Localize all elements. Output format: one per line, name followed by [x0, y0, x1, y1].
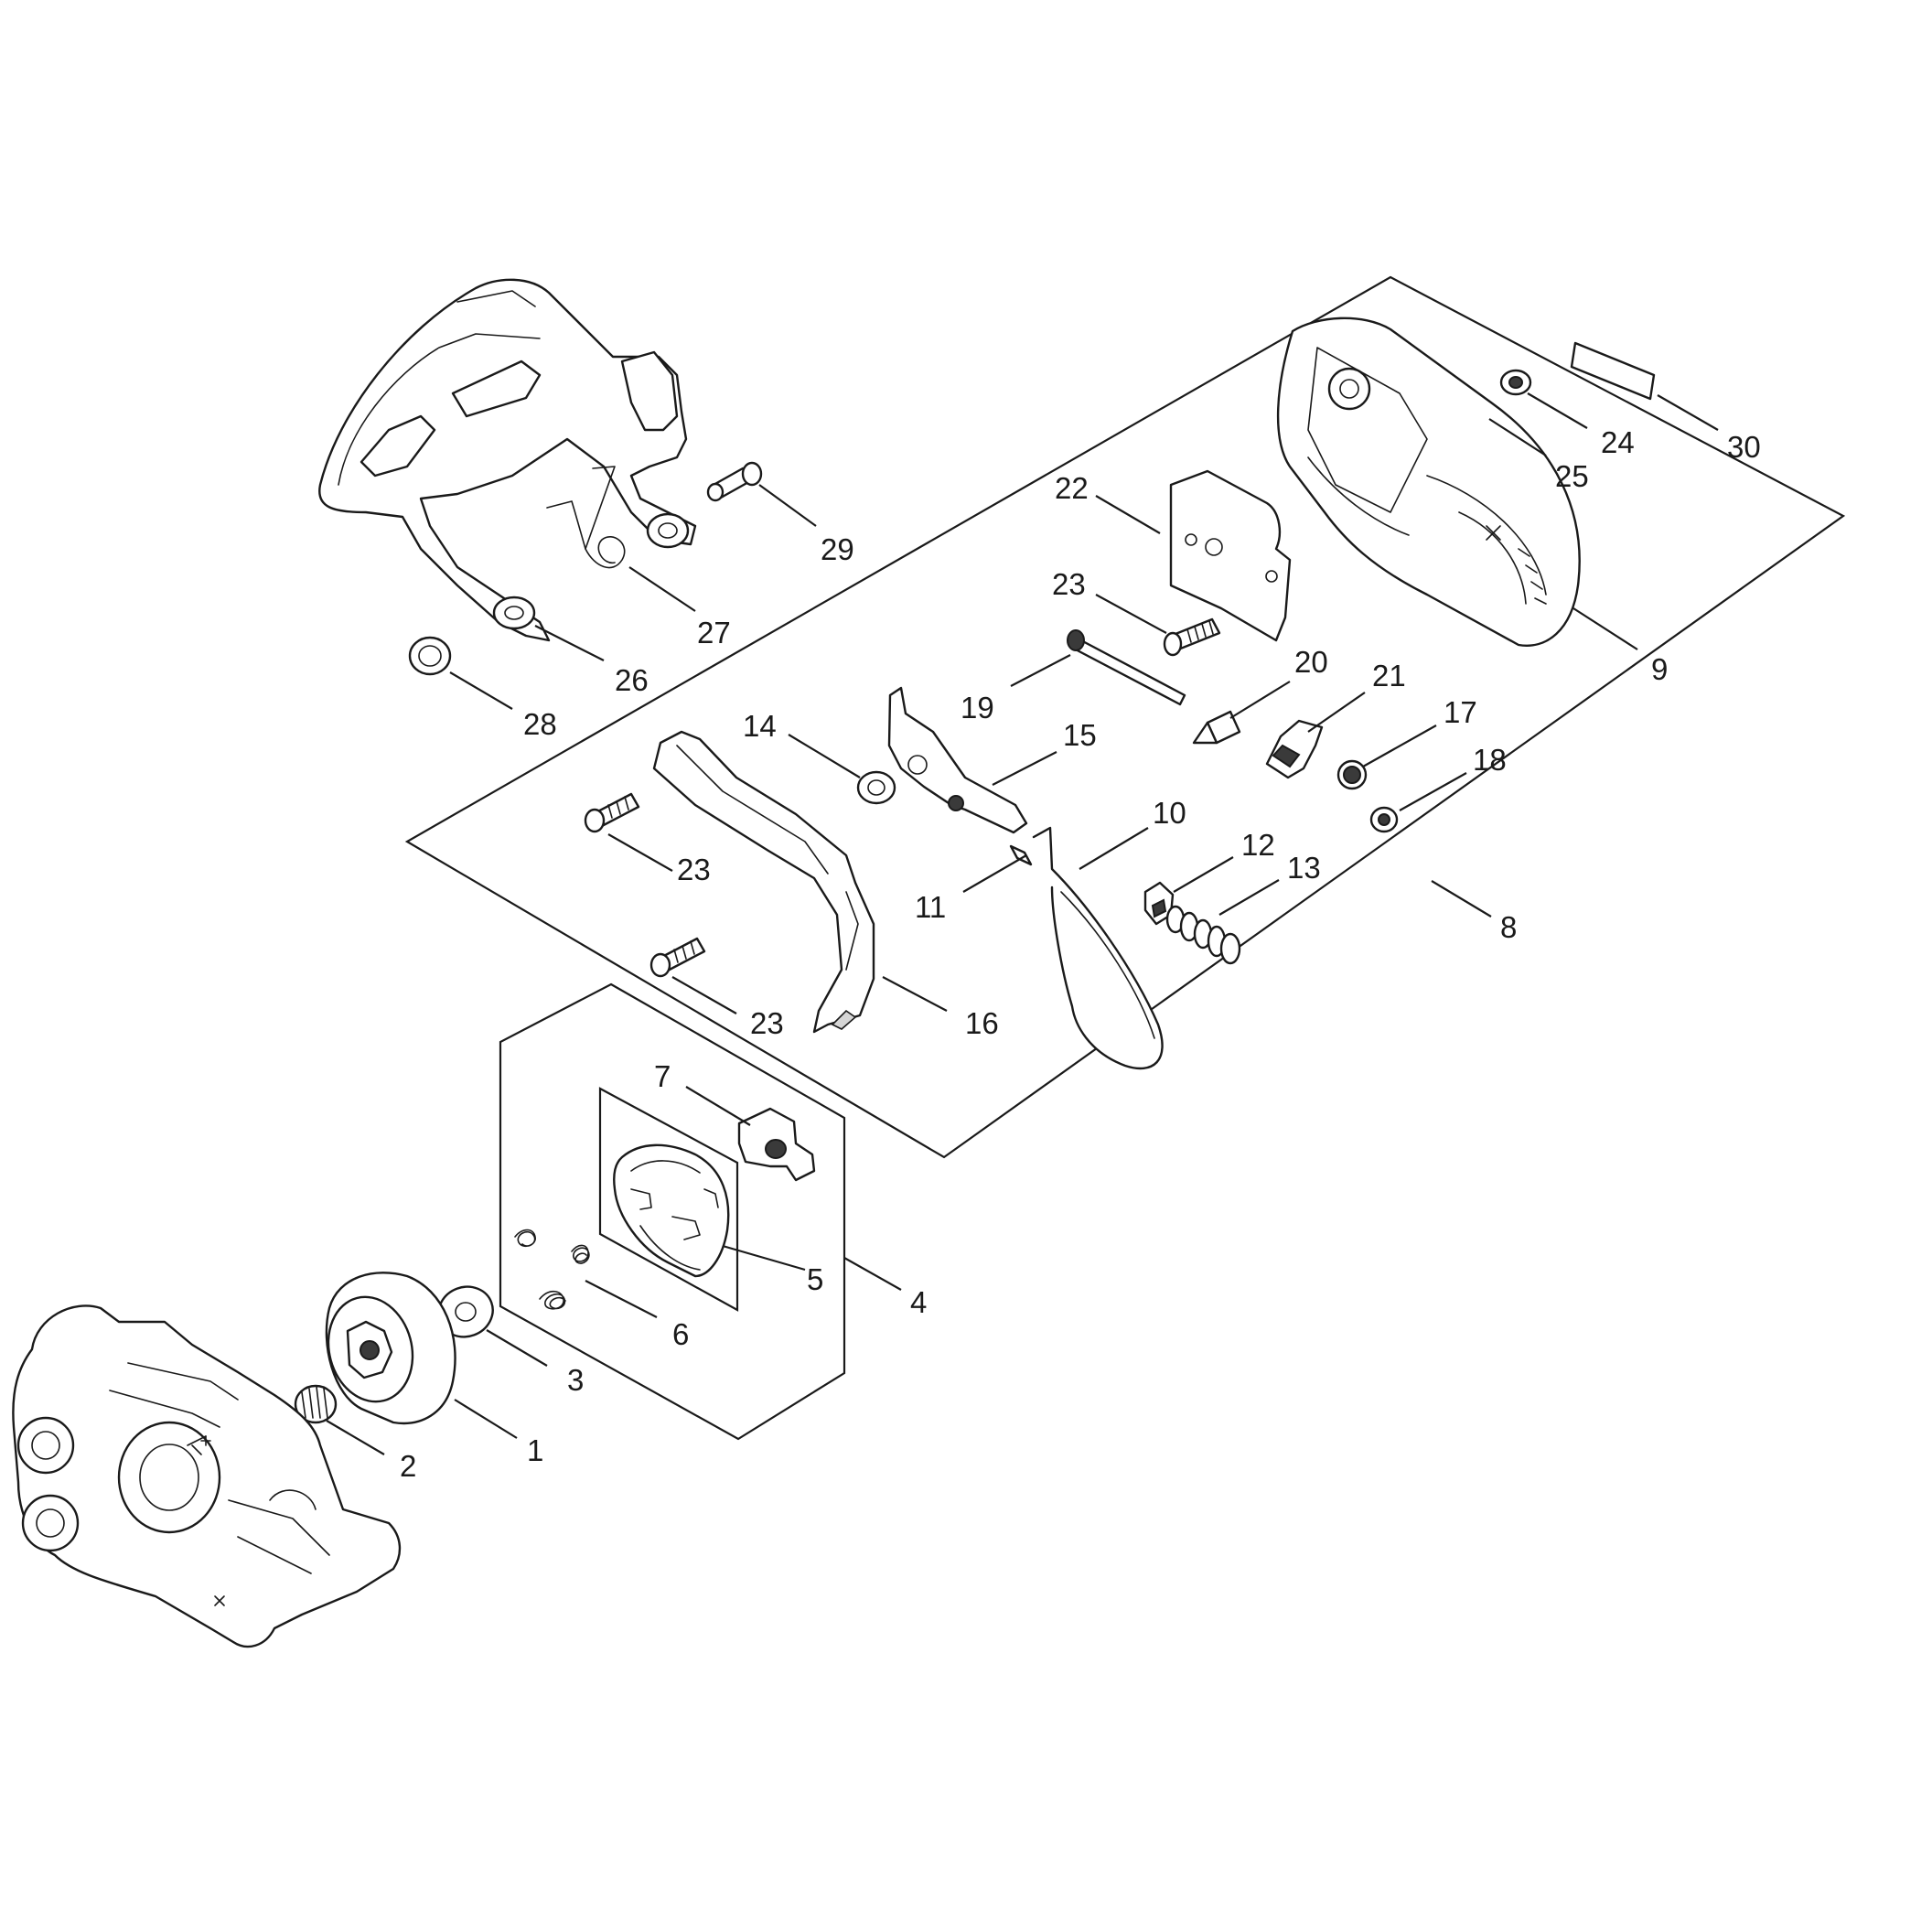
- callout-11: 11: [915, 890, 946, 924]
- bolt-part-19: [1067, 629, 1186, 706]
- callout-24: 24: [1601, 425, 1635, 459]
- leader-21: [1307, 692, 1366, 733]
- callout-29: 29: [821, 532, 854, 566]
- leader-16: [882, 976, 948, 1012]
- leader-24: [1527, 392, 1588, 429]
- leader-25: [1488, 418, 1547, 456]
- callout-22: 22: [1055, 471, 1089, 505]
- callout-20: 20: [1294, 645, 1328, 679]
- leader-13: [1218, 879, 1280, 916]
- leader-4: [843, 1257, 902, 1291]
- brake-band-part-10: [1032, 826, 1164, 1070]
- washer-part-18: [1369, 806, 1399, 833]
- leader-10: [1079, 827, 1149, 870]
- leader-3: [486, 1329, 548, 1367]
- nut-part-24: [1499, 369, 1532, 396]
- guide-plate-part-22: [1169, 469, 1292, 642]
- leader-23a: [1095, 594, 1167, 634]
- pin-part-20: [1192, 710, 1241, 745]
- label-plate-part-30: [1570, 341, 1656, 401]
- screw-part-23-lower: [649, 937, 706, 978]
- callout-8: 8: [1500, 910, 1517, 944]
- callout-18: 18: [1473, 743, 1507, 777]
- bushing-part-14: [856, 770, 896, 805]
- springs-part-6: [514, 1229, 590, 1310]
- clutch-hub-part-7: [737, 1107, 816, 1182]
- callout-19: 19: [961, 691, 994, 724]
- callout-23-lower: 23: [750, 1006, 784, 1040]
- leader-5: [722, 1244, 806, 1272]
- callout-21: 21: [1372, 659, 1406, 692]
- leader-20: [1229, 681, 1291, 719]
- callout-2: 2: [400, 1449, 416, 1483]
- group-outline-4: [499, 982, 846, 1441]
- leader-9: [1572, 607, 1638, 650]
- leader-8: [1431, 880, 1492, 918]
- leader-18: [1399, 772, 1467, 811]
- pin-part-11: [1009, 844, 1033, 866]
- group-outline-8: [404, 275, 1846, 1159]
- screw-part-23-middle: [584, 792, 640, 833]
- spring-part-13: [1165, 905, 1241, 965]
- callout-12: 12: [1241, 828, 1275, 862]
- clutch-drum-part-1: [325, 1272, 456, 1425]
- callout-14: 14: [743, 709, 777, 743]
- leader-30: [1657, 394, 1719, 431]
- callout-27: 27: [697, 616, 731, 649]
- callout-26: 26: [615, 663, 649, 697]
- leader-15: [992, 751, 1057, 786]
- leader-23c: [671, 976, 737, 1014]
- leader-29: [758, 484, 817, 527]
- clutch-cover-part-9: [1276, 317, 1581, 647]
- needle-bearing-part-2: [294, 1384, 338, 1424]
- leader-27: [628, 566, 696, 612]
- callout-3: 3: [567, 1363, 584, 1397]
- brake-lever-part-15: [887, 686, 1028, 834]
- leader-6: [585, 1280, 658, 1318]
- bolt-part-29: [706, 461, 763, 502]
- callout-28: 28: [523, 707, 557, 741]
- callout-30: 30: [1727, 430, 1761, 464]
- leader-19: [1010, 654, 1071, 687]
- front-handle-part-26: [318, 278, 697, 642]
- leader-22: [1095, 495, 1161, 534]
- callout-15: 15: [1063, 718, 1097, 752]
- leader-17: [1362, 724, 1437, 767]
- callout-6: 6: [672, 1317, 689, 1351]
- callout-25: 25: [1555, 459, 1589, 493]
- bushing-part-28: [408, 636, 452, 676]
- callout-1: 1: [527, 1433, 543, 1467]
- screw-part-23-top: [1163, 617, 1221, 657]
- leader-26: [534, 625, 605, 661]
- callout-23-middle: 23: [677, 853, 711, 886]
- brake-handle-part-16: [652, 730, 875, 1034]
- leader-11: [962, 854, 1027, 893]
- spring-part-27: [546, 466, 626, 569]
- leader-14: [788, 734, 861, 778]
- leader-1: [454, 1399, 518, 1439]
- callout-23-top: 23: [1052, 567, 1086, 601]
- tensioner-part-21: [1265, 719, 1324, 779]
- leader-23b: [607, 833, 673, 872]
- callout-10: 10: [1153, 796, 1186, 830]
- callout-13: 13: [1287, 851, 1321, 885]
- leader-12: [1173, 856, 1234, 893]
- callout-5: 5: [807, 1262, 823, 1296]
- callout-17: 17: [1444, 695, 1477, 729]
- leader-7: [685, 1086, 751, 1126]
- callout-7: 7: [654, 1059, 671, 1093]
- clutch-shoes-part-5: [613, 1143, 730, 1278]
- gear-part-17: [1336, 759, 1368, 790]
- group-outline-5: [598, 1087, 739, 1312]
- leader-2: [326, 1420, 385, 1455]
- crankcase-housing: [12, 1304, 402, 1648]
- callout-4: 4: [910, 1285, 927, 1319]
- callout-9: 9: [1651, 652, 1668, 686]
- callout-16: 16: [965, 1006, 999, 1040]
- leader-28: [449, 671, 513, 710]
